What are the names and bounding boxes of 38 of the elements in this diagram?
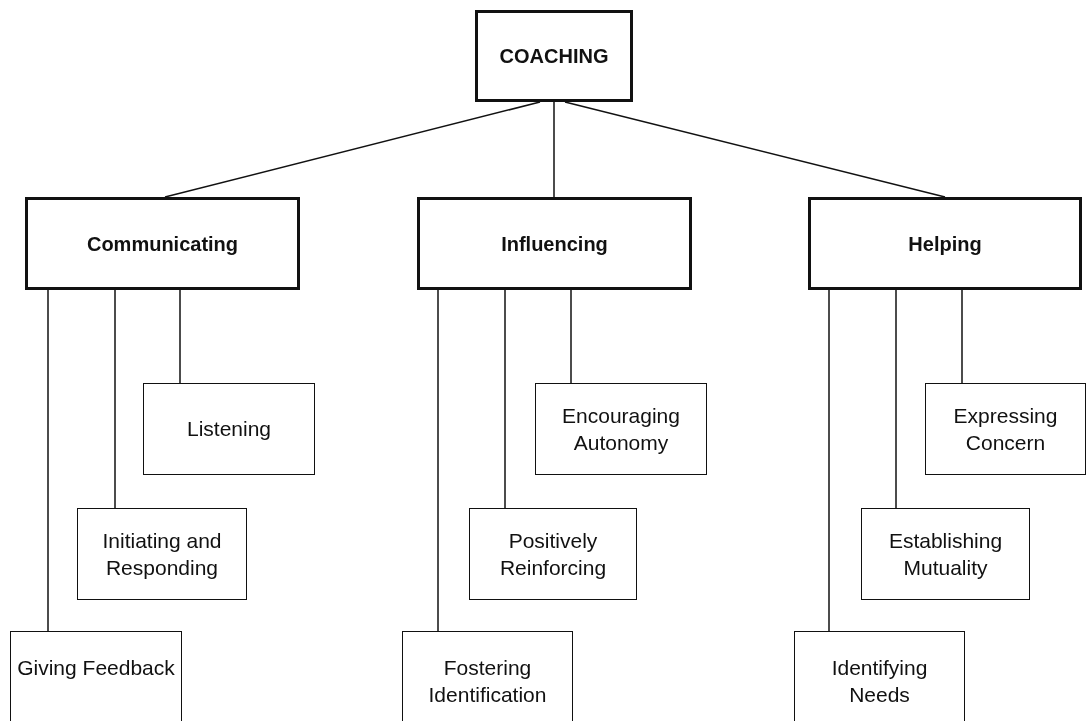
box-label: Listening: [185, 416, 273, 443]
connector-line: [504, 289, 506, 509]
category-box: [475, 10, 633, 102]
box-label: Fostering Identification: [427, 655, 548, 709]
box-label: Encouraging Autonomy: [561, 402, 681, 456]
box-label: COACHING: [498, 44, 610, 69]
skill-box: [861, 508, 1030, 600]
connector-line: [895, 289, 897, 509]
skill-box: [10, 631, 182, 721]
box-label: Positively Reinforcing: [498, 527, 608, 581]
box-label: Identifying Needs: [830, 655, 929, 709]
category-box: [25, 197, 300, 290]
box-label: Helping: [907, 231, 983, 257]
connector-line: [564, 101, 946, 198]
skill-box: [794, 631, 965, 721]
connector-line: [179, 289, 181, 384]
box-label: Giving Feedback: [16, 655, 176, 681]
connector-line: [114, 289, 116, 509]
skill-box: [402, 631, 573, 721]
connector-line: [437, 289, 439, 632]
category-box: [417, 197, 692, 290]
connector-line: [828, 289, 830, 632]
box-label: Communicating: [85, 231, 240, 257]
connector-line: [553, 101, 555, 198]
skill-box: [469, 508, 637, 600]
box-label: Influencing: [500, 231, 609, 257]
box-label: Initiating and Responding: [101, 527, 223, 581]
skill-box: [535, 383, 707, 475]
connector-line: [164, 101, 541, 198]
box-label: Expressing Concern: [952, 402, 1059, 456]
skill-box: [143, 383, 315, 475]
skill-box: [925, 383, 1086, 475]
connector-line: [47, 289, 49, 632]
connector-line: [570, 289, 572, 384]
skill-box: [77, 508, 247, 600]
category-box: [808, 197, 1082, 290]
connector-line: [961, 289, 963, 384]
box-label: Establishing Mutuality: [887, 527, 1004, 581]
